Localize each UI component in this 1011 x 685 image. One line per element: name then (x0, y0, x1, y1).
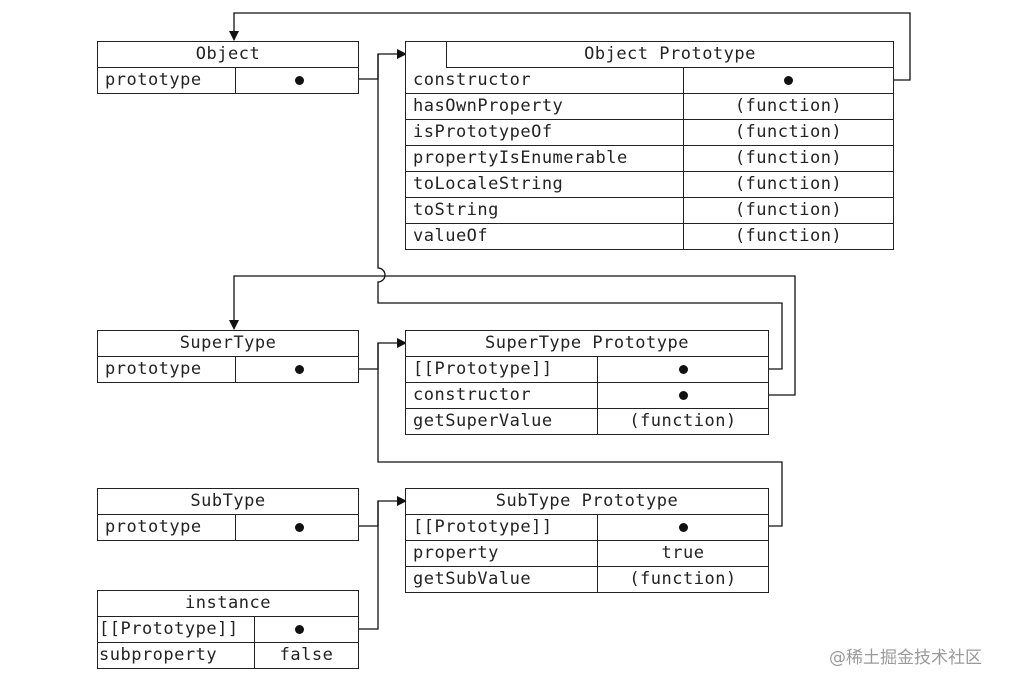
row-value: (function) (734, 200, 843, 220)
row-name: propertyIsEnumerable (406, 146, 684, 171)
row-name: isPrototypeOf (406, 120, 684, 145)
row-name: prototype (98, 68, 236, 93)
row-value: (function) (629, 411, 737, 431)
pointer-dot (295, 625, 304, 634)
object-prototype-row: constructor (406, 68, 893, 94)
row-value: (function) (734, 226, 843, 246)
subtype-prototype-box: SubType Prototype [[Prototype]] property… (405, 488, 769, 593)
row-value (255, 617, 358, 642)
object-title: Object (98, 42, 358, 68)
supertype-prototype-row: getSuperValue (function) (406, 409, 768, 434)
object-prototype-row: propertyIsEnumerable (function) (406, 146, 893, 172)
supertype-title: SuperType (98, 331, 358, 357)
row-value (236, 357, 358, 382)
instance-title: instance (98, 591, 358, 617)
row-name: constructor (406, 383, 598, 408)
row-name: [[Prototype]] (406, 515, 598, 540)
supertype-box: SuperType prototype (97, 330, 359, 383)
supertype-prototype-title: SuperType Prototype (406, 331, 768, 357)
row-name: [[Prototype]] (98, 617, 255, 642)
row-name: constructor (406, 68, 684, 93)
row-name: toString (406, 198, 684, 223)
row-name: getSuperValue (406, 409, 598, 434)
row-name: toLocaleString (406, 172, 684, 197)
object-row-prototype: prototype (98, 68, 358, 93)
pointer-dot (784, 76, 793, 85)
pointer-dot (679, 523, 688, 532)
row-name: property (406, 541, 598, 566)
row-value (598, 357, 768, 382)
supertype-prototype-box: SuperType Prototype [[Prototype]] constr… (405, 330, 769, 435)
row-name: [[Prototype]] (406, 357, 598, 382)
supertype-prototype-row: constructor (406, 383, 768, 409)
object-prototype-row: hasOwnProperty (function) (406, 94, 893, 120)
instance-box: instance [[Prototype]] subproperty false (97, 590, 359, 669)
subtype-prototype-row: getSubValue (function) (406, 567, 768, 592)
pointer-dot (295, 523, 304, 532)
row-value: (function) (629, 569, 737, 589)
watermark-text: @稀土掘金技术社区 (829, 648, 982, 668)
supertype-prototype-row: [[Prototype]] (406, 357, 768, 383)
subtype-prototype-row: property true (406, 541, 768, 567)
supertype-row-prototype: prototype (98, 357, 358, 382)
row-name: prototype (98, 515, 236, 540)
row-value: (function) (734, 148, 843, 168)
subtype-title: SubType (98, 489, 358, 515)
row-name: subproperty (98, 643, 255, 668)
subtype-prototype-title: SubType Prototype (406, 489, 768, 515)
row-value (598, 383, 768, 408)
object-prototype-row: valueOf (function) (406, 224, 893, 249)
pointer-dot (295, 76, 304, 85)
object-prototype-row: toString (function) (406, 198, 893, 224)
row-value: (function) (734, 174, 843, 194)
instance-row: [[Prototype]] (98, 617, 358, 643)
subtype-box: SubType prototype (97, 488, 359, 541)
pointer-dot (295, 365, 304, 374)
row-value: (function) (734, 122, 843, 142)
row-value: true (661, 543, 705, 563)
row-value: (function) (734, 96, 843, 116)
object-prototype-row: toLocaleString (function) (406, 172, 893, 198)
subtype-prototype-row: [[Prototype]] (406, 515, 768, 541)
object-box: Object prototype (97, 41, 359, 94)
row-name: getSubValue (406, 567, 598, 592)
object-prototype-box: Object Prototype constructor hasOwnPrope… (405, 41, 894, 250)
instance-row: subproperty false (98, 643, 358, 668)
row-value (236, 515, 358, 540)
subtype-row-prototype: prototype (98, 515, 358, 540)
row-value (598, 515, 768, 540)
row-name: prototype (98, 357, 236, 382)
row-value (684, 68, 893, 93)
row-name: hasOwnProperty (406, 94, 684, 119)
pointer-dot (679, 365, 688, 374)
pointer-dot (679, 391, 688, 400)
row-value (236, 68, 358, 93)
row-name: valueOf (406, 224, 684, 249)
object-prototype-row: isPrototypeOf (function) (406, 120, 893, 146)
object-prototype-title: Object Prototype (446, 42, 893, 68)
row-value: false (279, 645, 334, 665)
